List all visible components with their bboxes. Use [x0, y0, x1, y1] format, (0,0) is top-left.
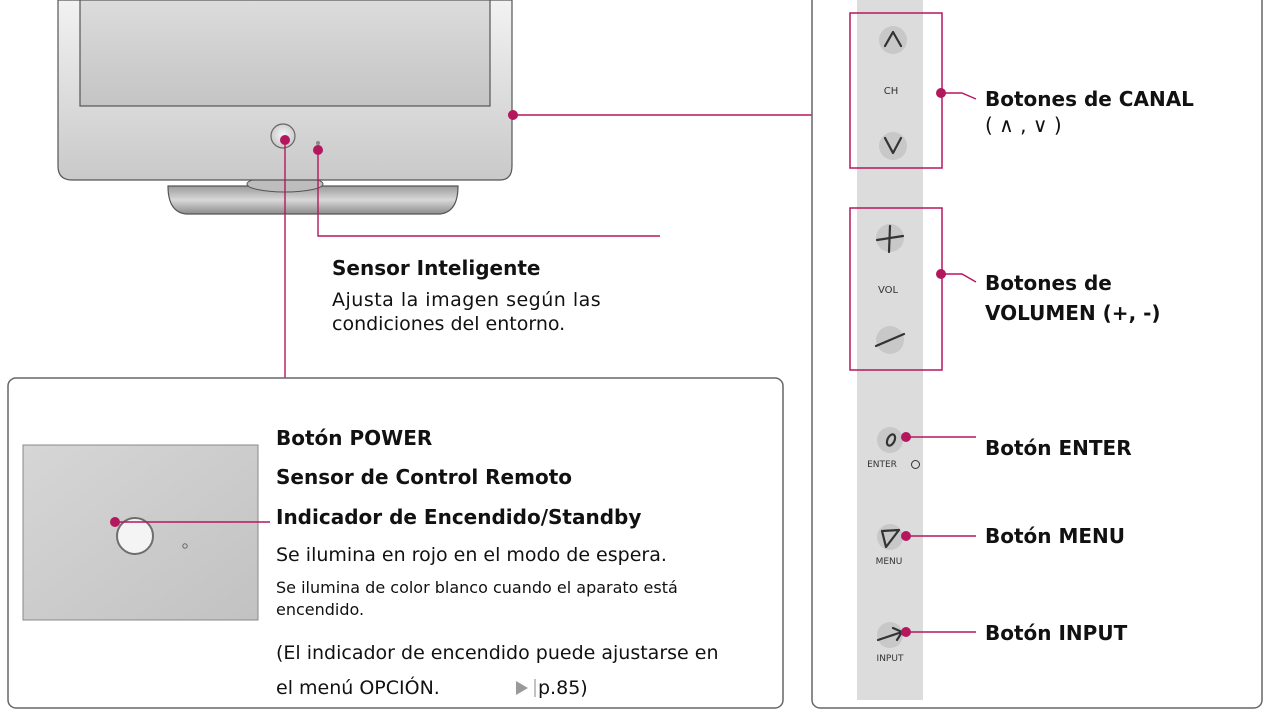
panel-callouts [906, 92, 977, 633]
sensor-title: Sensor Inteligente [332, 256, 541, 280]
side-panel-box [811, 0, 1263, 709]
channel-buttons-symbols: ( ∧ , ∨ ) [985, 113, 1062, 137]
enter-label: ENTER [867, 460, 897, 470]
remote-sensor-title: Sensor de Control Remoto [276, 465, 573, 489]
red-standby-text: Se ilumina en rojo en el modo de espera. [276, 544, 667, 566]
volume-buttons-label-2: VOLUMEN (+, -) [985, 301, 1161, 325]
panel-callout-dots [901, 88, 946, 637]
indicator-title: Indicador de Encendido/Standby [276, 505, 642, 529]
channel-up-button [879, 26, 907, 54]
input-label: INPUT [876, 654, 904, 664]
channel-buttons-label: Botones de CANAL [985, 87, 1194, 111]
volume-buttons-label-1: Botones de [985, 271, 1112, 295]
tv-sensor-dot [316, 141, 320, 145]
tv-callout-dots [280, 110, 518, 155]
input-button-label: Botón INPUT [985, 621, 1128, 645]
vol-label: VOL [877, 285, 899, 296]
enter-label-icon [911, 460, 920, 469]
note-line2-page: p.85) [538, 677, 588, 699]
strip-buttons [874, 26, 907, 648]
volume-frame [849, 207, 943, 371]
menu-label: MENU [875, 557, 903, 567]
sensor-desc-line2: condiciones del entorno. [332, 313, 566, 335]
white-on-text-1: Se ilumina de color blanco cuando el apa… [276, 578, 678, 597]
menu-button [877, 524, 903, 550]
note-line1: (El indicador de encendido puede ajustar… [276, 642, 719, 664]
ch-label: CH [883, 86, 899, 97]
channel-down-button [879, 132, 907, 160]
closeup-callout-dot [110, 517, 120, 527]
closeup-indicator-dot [182, 543, 188, 549]
closeup-power-button [116, 517, 154, 555]
enter-button [877, 427, 903, 453]
enter-button-label: Botón ENTER [985, 436, 1132, 460]
sensor-desc-line1: Ajusta la imagen según las [332, 289, 602, 311]
note-line2-prefix: el menú OPCIÓN. [276, 677, 440, 699]
tv-screen [79, 0, 491, 107]
tv-stand [167, 185, 459, 215]
tv-callouts [284, 114, 812, 378]
white-on-text-2: encendido. [276, 600, 365, 619]
power-title: Botón POWER [276, 426, 433, 450]
menu-button-label: Botón MENU [985, 524, 1126, 548]
page-ref-icon [516, 681, 528, 695]
